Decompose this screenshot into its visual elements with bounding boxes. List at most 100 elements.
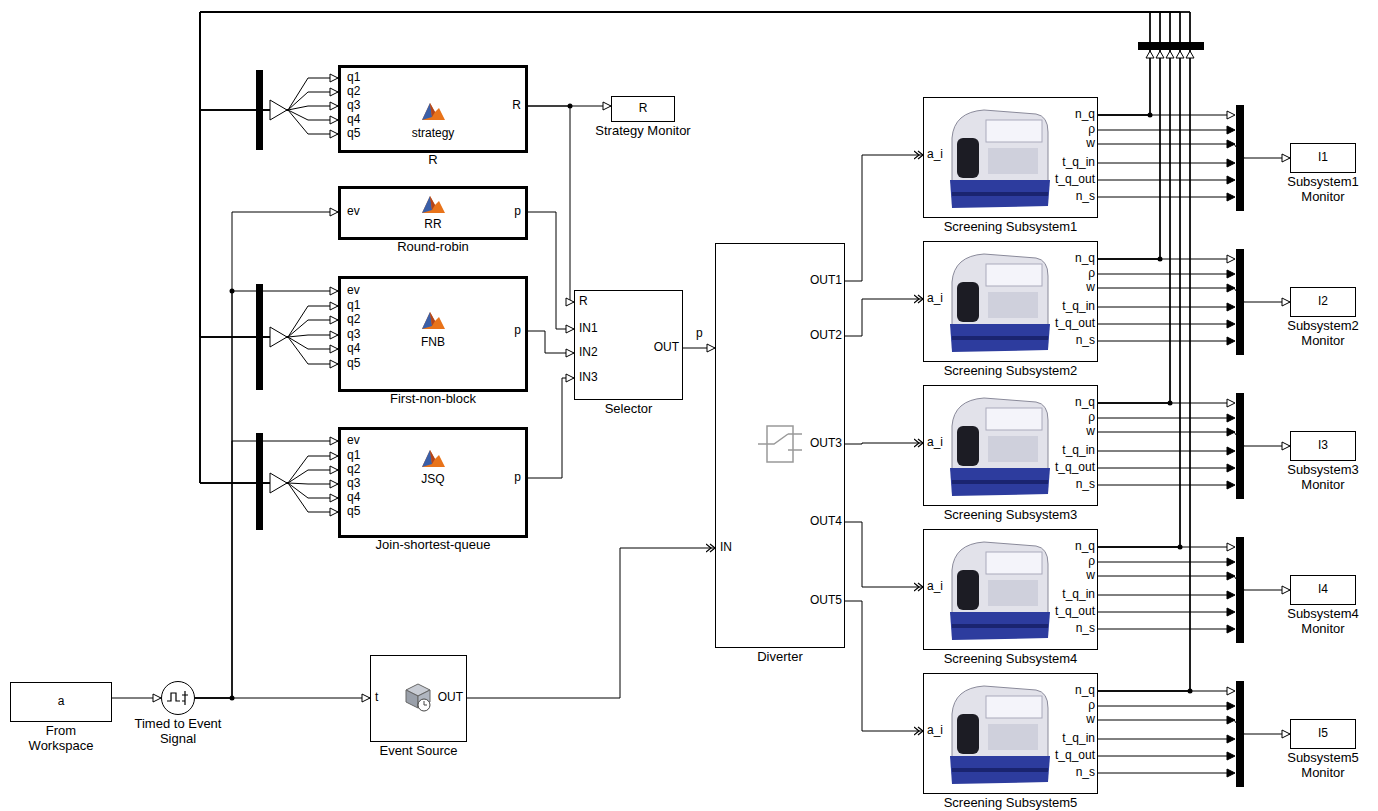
port-label: q2	[347, 85, 360, 99]
port-arrow	[1227, 591, 1235, 599]
signal-line	[683, 348, 715, 349]
port-label: OUT	[654, 341, 679, 355]
signal-wire	[1098, 756, 1228, 757]
signal-line	[195, 212, 338, 698]
signal-wire	[1098, 468, 1228, 469]
signal-line	[1098, 288, 1290, 302]
port-label: t_q_out	[1055, 461, 1095, 475]
port-arrow	[1227, 543, 1235, 551]
junction-dot	[1168, 401, 1173, 406]
signal-line	[195, 441, 338, 698]
signal-wire	[1098, 706, 1228, 707]
port-arrow	[1227, 428, 1235, 436]
signal-wire	[1098, 197, 1228, 198]
simulink-block: evq1q2q3q4q5JSQpJoin-shortest-queue	[338, 427, 528, 538]
port-label: p	[514, 324, 521, 338]
junction-dot	[230, 289, 235, 294]
port-label: ρ	[1088, 411, 1095, 425]
block-label: I2	[1318, 295, 1328, 309]
port-label: t_q_in	[1062, 732, 1095, 746]
bus-arrow	[270, 100, 287, 120]
subsystem-block: a_in_qρwt_q_int_q_outn_sScreening Subsys…	[923, 97, 1098, 218]
signal-wire	[1098, 307, 1228, 308]
port-arrow	[1227, 270, 1235, 278]
signal-wire	[1098, 341, 1228, 342]
signal-wire	[1098, 612, 1228, 613]
port-label: w	[1086, 281, 1095, 295]
signal-wire	[1098, 562, 1228, 563]
simulink-block: I3Subsystem3 Monitor	[1290, 431, 1356, 461]
port-label: R	[512, 99, 521, 113]
signal-wire	[1098, 595, 1228, 596]
junction-dot	[1188, 689, 1193, 694]
port-label: n_q	[1075, 108, 1095, 122]
block-label: RR	[424, 218, 441, 232]
block-name: R	[403, 153, 463, 168]
port-label: n_q	[1075, 252, 1095, 266]
port-arrow	[1227, 687, 1235, 695]
block-name: Strategy Monitor	[583, 124, 703, 139]
simulink-block: RStrategy Monitor	[611, 96, 675, 122]
entity-line	[845, 299, 923, 336]
simulink-block: tOUTEvent Source	[370, 655, 467, 742]
port-label: q3	[347, 477, 360, 491]
port-label: n_s	[1076, 190, 1095, 204]
port-label: n_s	[1076, 766, 1095, 780]
port-label: n_s	[1076, 622, 1095, 636]
simulink-block: I4Subsystem4 Monitor	[1290, 575, 1356, 605]
signal-line	[200, 12, 1160, 259]
signal-line	[200, 12, 1180, 547]
port-label: t_q_in	[1062, 444, 1095, 458]
signal-line	[1098, 576, 1290, 590]
port-label: w	[1086, 713, 1095, 727]
signal-wire	[1098, 418, 1228, 419]
signal-wire	[1098, 324, 1228, 325]
port-arrow	[1227, 126, 1235, 134]
bus-arrow	[1186, 51, 1194, 58]
block-label: JSQ	[421, 473, 444, 487]
bus-arrow	[1166, 51, 1174, 58]
port-label: OUT3	[810, 437, 842, 451]
port-arrow	[1227, 481, 1235, 489]
entity-line	[845, 601, 923, 731]
port-arrow	[1227, 716, 1235, 724]
signal-line	[200, 12, 1190, 691]
block-name: From Workspace	[25, 724, 97, 754]
port-label: q5	[347, 357, 360, 371]
signal-line	[200, 12, 1170, 484]
block-label: I5	[1318, 727, 1328, 741]
entity-line	[467, 548, 715, 698]
port-label: q4	[347, 113, 360, 127]
signal-line	[200, 12, 1150, 483]
port-label: t_q_out	[1055, 749, 1095, 763]
block-name: Screening Subsystem4	[921, 652, 1101, 667]
port-label: n_q	[1075, 684, 1095, 698]
port-label: OUT4	[810, 515, 842, 529]
junction-dot	[1148, 113, 1153, 118]
port-label: OUT	[438, 691, 463, 705]
bus-arrow	[270, 327, 287, 347]
port-arrow	[1227, 735, 1235, 743]
demux-bar	[256, 284, 263, 390]
port-label: t_q_in	[1062, 156, 1095, 170]
port-arrow	[1227, 140, 1235, 148]
block-name: Subsystem1 Monitor	[1281, 175, 1365, 205]
port-label: ev	[347, 434, 360, 448]
signal-line	[528, 378, 574, 478]
signal-wire	[1098, 547, 1228, 548]
port-label: q3	[347, 99, 360, 113]
port-label: p	[514, 471, 521, 485]
port-label: q5	[347, 127, 360, 141]
block-name: Join-shortest-queue	[348, 538, 518, 553]
port-label: IN2	[579, 346, 598, 360]
port-label: t_q_out	[1055, 173, 1095, 187]
subsystem-block: a_in_qρwt_q_int_q_outn_sScreening Subsys…	[923, 529, 1098, 650]
port-label: t_q_out	[1055, 317, 1095, 331]
port-label: t_q_in	[1062, 300, 1095, 314]
block-name: Screening Subsystem5	[921, 796, 1101, 811]
port-arrow	[1227, 625, 1235, 633]
port-label: t_q_out	[1055, 605, 1095, 619]
port-label: a_i	[927, 292, 943, 306]
